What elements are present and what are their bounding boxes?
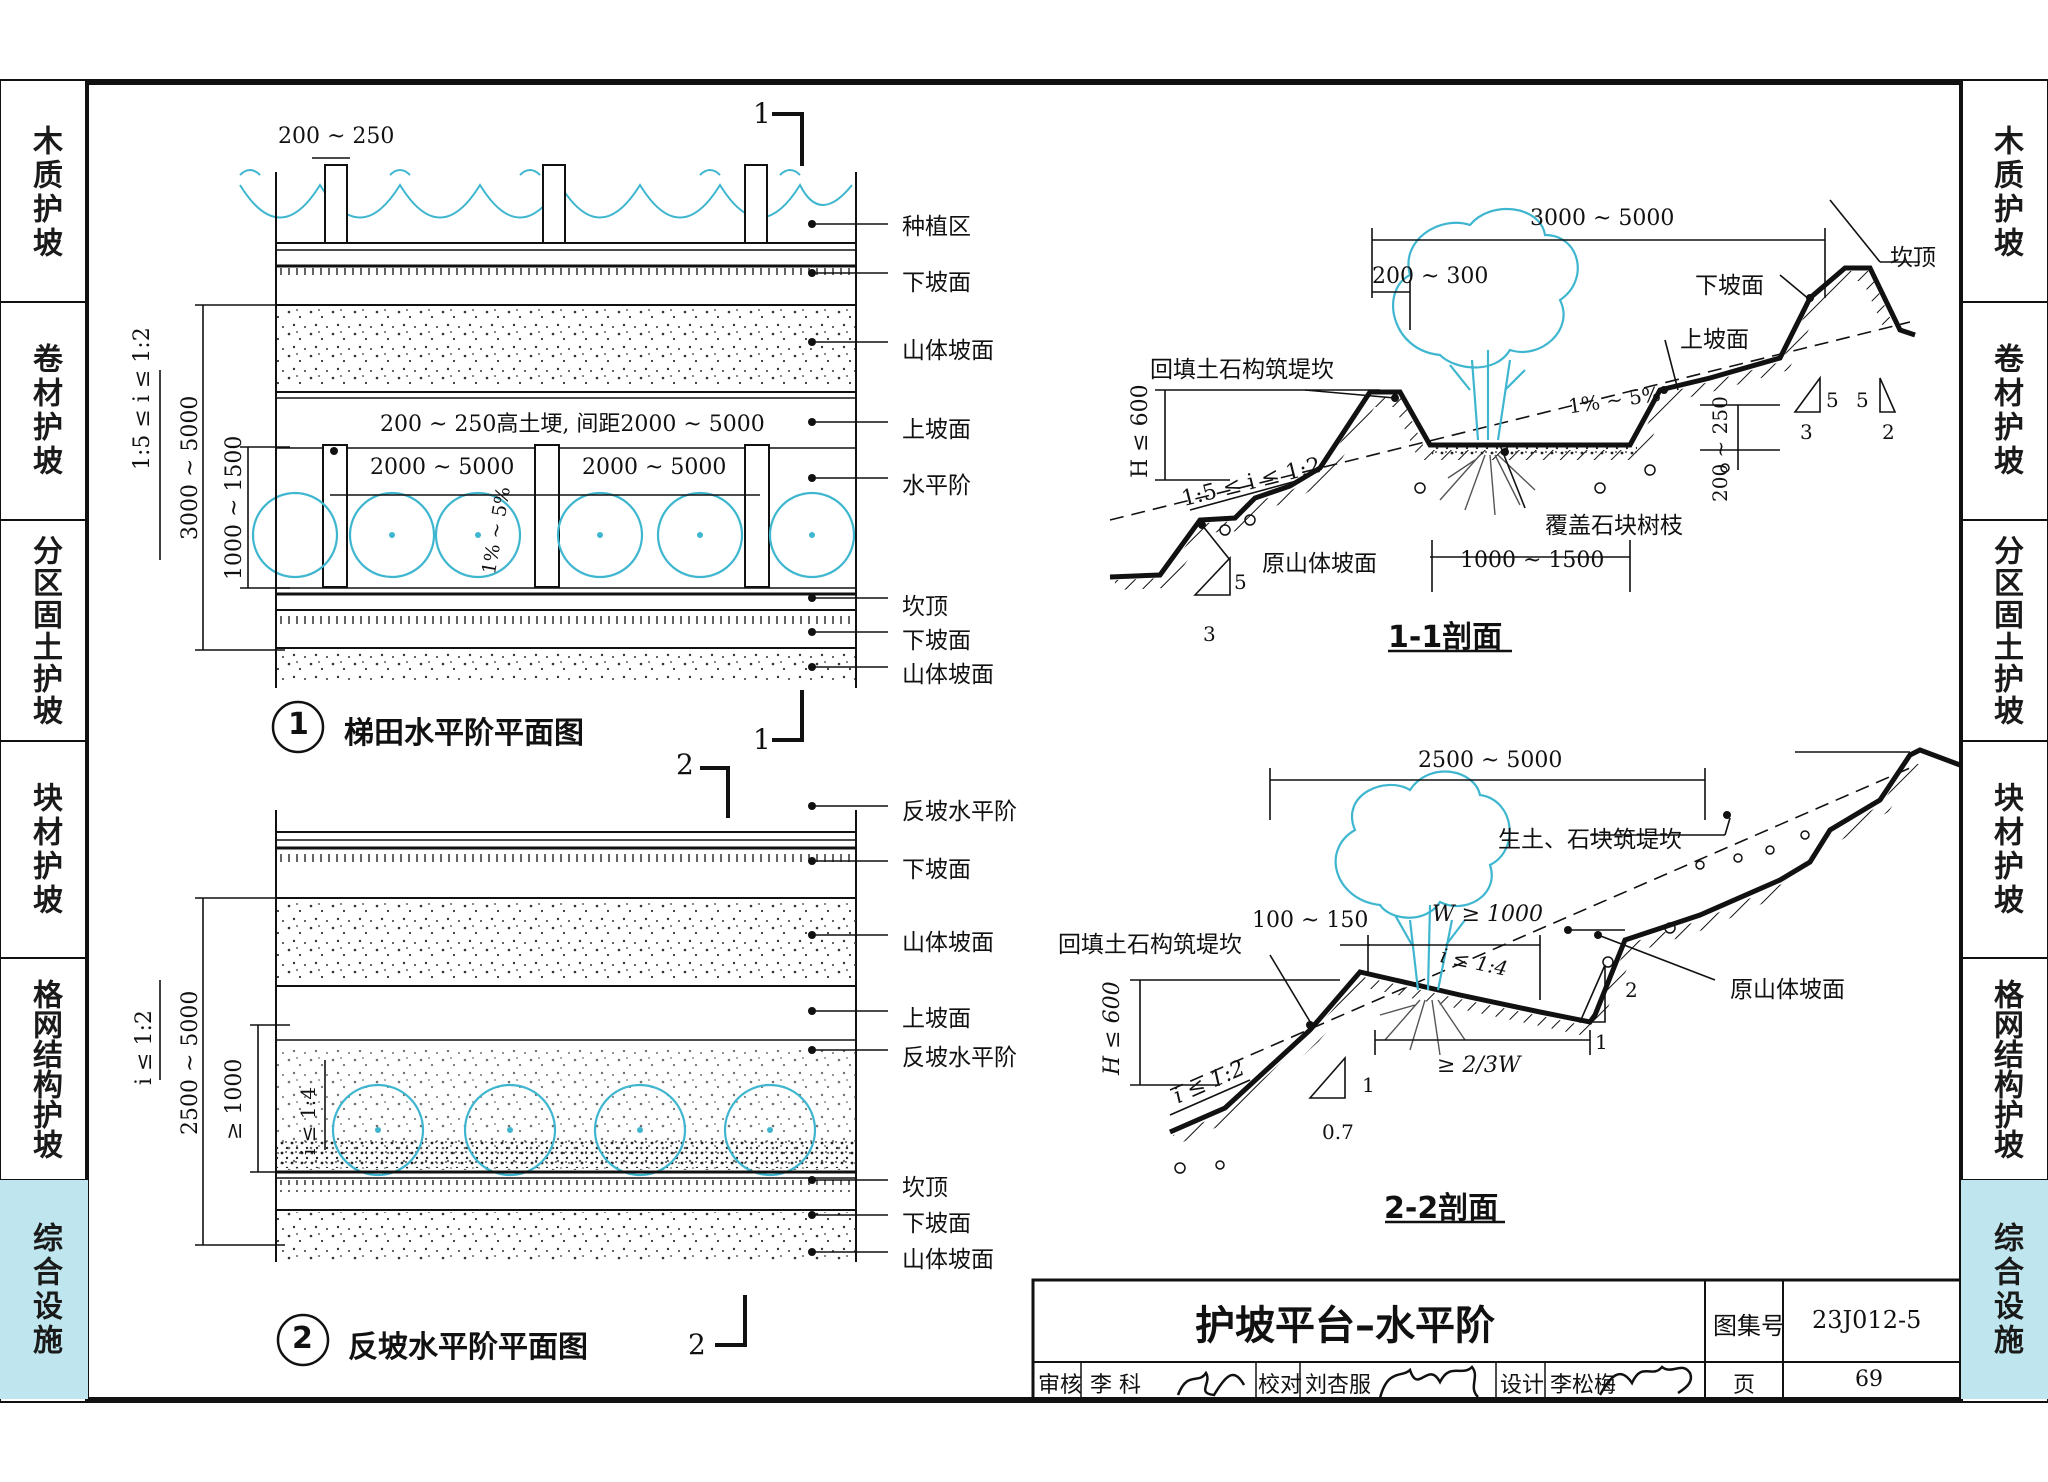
section1-label-crest: 坎顶 xyxy=(1890,245,1936,271)
side-tab-membrane[interactable]: 卷材护坡 xyxy=(27,343,62,479)
plan2-dim-step: ≥ 1000 xyxy=(222,1058,247,1140)
title-block-designer: 李松梅 xyxy=(1550,1373,1617,1398)
plan2-caption: 反坡水平阶平面图 xyxy=(348,1330,588,1365)
section2-ratio-b-bot: 1 xyxy=(1595,1030,1608,1054)
plan1-dim-total: 3000 ~ 5000 xyxy=(178,395,203,540)
plan2-label-crest: 坎顶 xyxy=(902,1175,948,1201)
section2-dim-small: 100 ~ 150 xyxy=(1252,908,1369,933)
section1-label-orig: 原山体坡面 xyxy=(1262,551,1377,577)
plan2-label-down-slope-2: 下坡面 xyxy=(902,1211,971,1237)
section1-dim-top: 3000 ~ 5000 xyxy=(1530,206,1675,231)
section2-ratio-b-top: 2 xyxy=(1625,978,1638,1002)
section2-ratio-a-top: 1 xyxy=(1362,1073,1375,1097)
plan2-section-mark-bottom: 2 xyxy=(688,1328,706,1361)
plan2-label-mountain: 山体坡面 xyxy=(902,930,994,956)
plan1-dim-span-a: 2000 ~ 5000 xyxy=(370,455,515,480)
plan2-caption-number: 2 xyxy=(292,1321,313,1356)
plan1-section-mark-bottom: 1 xyxy=(753,723,771,756)
section2-ratio-a-bot: 0.7 xyxy=(1322,1120,1354,1144)
section1-label-cover: 覆盖石块树枝 xyxy=(1545,513,1683,539)
plan2-label-reverse-terrace: 反坡水平阶 xyxy=(902,799,1017,825)
plan2-label-mountain-2: 山体坡面 xyxy=(902,1247,994,1273)
title-block-atlas-no: 23J012-5 xyxy=(1812,1306,1922,1334)
section2-dim-h: H ≤ 600 xyxy=(1100,981,1125,1075)
plan2-section-mark-top: 2 xyxy=(676,748,694,781)
side-tab-membrane-right[interactable]: 卷材护坡 xyxy=(1988,343,2023,479)
side-tab-block[interactable]: 块材护坡 xyxy=(27,781,62,918)
section1-label-down: 下坡面 xyxy=(1695,273,1764,299)
side-tab-grid[interactable]: 格网结构护坡 xyxy=(27,979,62,1159)
plan1-label-mountain: 山体坡面 xyxy=(902,338,994,364)
plan2-dim-reverse: i ≤ 1:4 xyxy=(296,1086,320,1155)
section1-ratio-b-top: 5 xyxy=(1826,388,1839,412)
plan1-dim-top: 200 ~ 250 xyxy=(278,124,395,149)
plan1-label-crest: 坎顶 xyxy=(902,594,948,620)
side-tab-zoned-soil-right[interactable]: 分区固土护坡 xyxy=(1988,534,2023,727)
plan2-label-reverse-terrace-2: 反坡水平阶 xyxy=(902,1045,1017,1071)
title-block-review-label: 审核 xyxy=(1038,1373,1083,1398)
plan1-drawing xyxy=(159,112,888,754)
side-tab-block-right[interactable]: 块材护坡 xyxy=(1988,781,2023,918)
title-block-reviewer: 李 科 xyxy=(1090,1373,1141,1398)
section1-dim-h: H ≤ 600 xyxy=(1128,384,1153,478)
signature-marks xyxy=(1176,1365,1693,1399)
section1-dim-bottom: 1000 ~ 1500 xyxy=(1460,548,1605,573)
title-block-page-label: 页 xyxy=(1733,1373,1756,1398)
section1-ratio-c-top: 5 xyxy=(1856,388,1869,412)
section2-dim-w: W ≥ 1000 xyxy=(1432,902,1544,927)
plan1-label-planting: 种植区 xyxy=(902,214,971,240)
plan1-label-up-slope: 上坡面 xyxy=(902,417,971,443)
section1-caption: 1-1剖面 xyxy=(1388,620,1503,655)
side-tab-wood-right[interactable]: 木质护坡 xyxy=(1988,124,2023,261)
side-tab-zoned-soil[interactable]: 分区固土护坡 xyxy=(27,534,62,727)
section2-dim-top: 2500 ~ 5000 xyxy=(1418,748,1563,773)
plan1-section-mark-top: 1 xyxy=(753,97,771,130)
title-block-page-no: 69 xyxy=(1855,1367,1883,1392)
plan2-drawing xyxy=(159,766,888,1367)
plan2-label-down-slope: 下坡面 xyxy=(902,857,971,883)
title-block-checker: 刘杏服 xyxy=(1305,1373,1372,1398)
section1-dim-small: 200 ~ 300 xyxy=(1372,264,1489,289)
title-block-check-label: 校对 xyxy=(1258,1373,1303,1398)
section2-drawing xyxy=(1130,747,1961,1224)
section1-ratio-a-bot: 3 xyxy=(1203,622,1216,646)
section2-label-bank: 生土、石块筑堤坎 xyxy=(1498,827,1682,853)
section1-drawing xyxy=(1109,199,1920,653)
section2-dim-23: ≥ 2/3W xyxy=(1437,1053,1521,1078)
plan1-label-terrace: 水平阶 xyxy=(902,473,971,499)
plan1-dim-span-b: 2000 ~ 5000 xyxy=(582,455,727,480)
section1-label-up: 上坡面 xyxy=(1680,327,1749,353)
title-block-atlas-label: 图集号 xyxy=(1713,1312,1785,1340)
section2-label-orig: 原山体坡面 xyxy=(1730,977,1845,1003)
plan1-note-ridge: 200 ~ 250高土埂, 间距2000 ~ 5000 xyxy=(380,412,765,437)
plan2-label-up-slope: 上坡面 xyxy=(902,1006,971,1032)
plan2-dim-total: 2500 ~ 5000 xyxy=(178,990,203,1135)
section1-label-fill: 回填土石构筑堤坎 xyxy=(1150,357,1334,383)
section1-ratio-c-bot: 2 xyxy=(1882,420,1895,444)
section1-dim-depth: 200 ~ 250 xyxy=(1708,396,1732,502)
section1-ratio-a-top: 5 xyxy=(1234,570,1247,594)
section2-caption: 2-2剖面 xyxy=(1384,1191,1499,1226)
plan1-caption-number: 1 xyxy=(288,707,309,742)
plan1-label-down-slope-2: 下坡面 xyxy=(902,628,971,654)
side-tab-grid-right[interactable]: 格网结构护坡 xyxy=(1988,979,2023,1159)
title-block-lines xyxy=(1031,1278,1963,1401)
plan2-dim-slope: i ≤ 1:2 xyxy=(132,1010,157,1085)
plan1-dim-slope: 1:5 ≤ i ≤ 1:2 xyxy=(130,327,155,470)
plan1-dim-step: 1000 ~ 1500 xyxy=(222,435,247,580)
side-tab-wood[interactable]: 木质护坡 xyxy=(27,124,62,261)
title-block-title: 护坡平台–水平阶 xyxy=(1195,1303,1495,1349)
section2-label-fill: 回填土石构筑堤坎 xyxy=(1058,932,1242,958)
plan1-label-mountain-2: 山体坡面 xyxy=(902,662,994,688)
side-tab-integrated[interactable]: 综合设施 xyxy=(0,1180,88,1399)
section1-ratio-b-bot: 3 xyxy=(1800,420,1813,444)
title-block-design-label: 设计 xyxy=(1500,1373,1545,1398)
plan1-caption: 梯田水平阶平面图 xyxy=(344,716,584,751)
side-tab-integrated-right[interactable]: 综合设施 xyxy=(1961,1180,2048,1399)
plan1-label-down-slope: 下坡面 xyxy=(902,270,971,296)
